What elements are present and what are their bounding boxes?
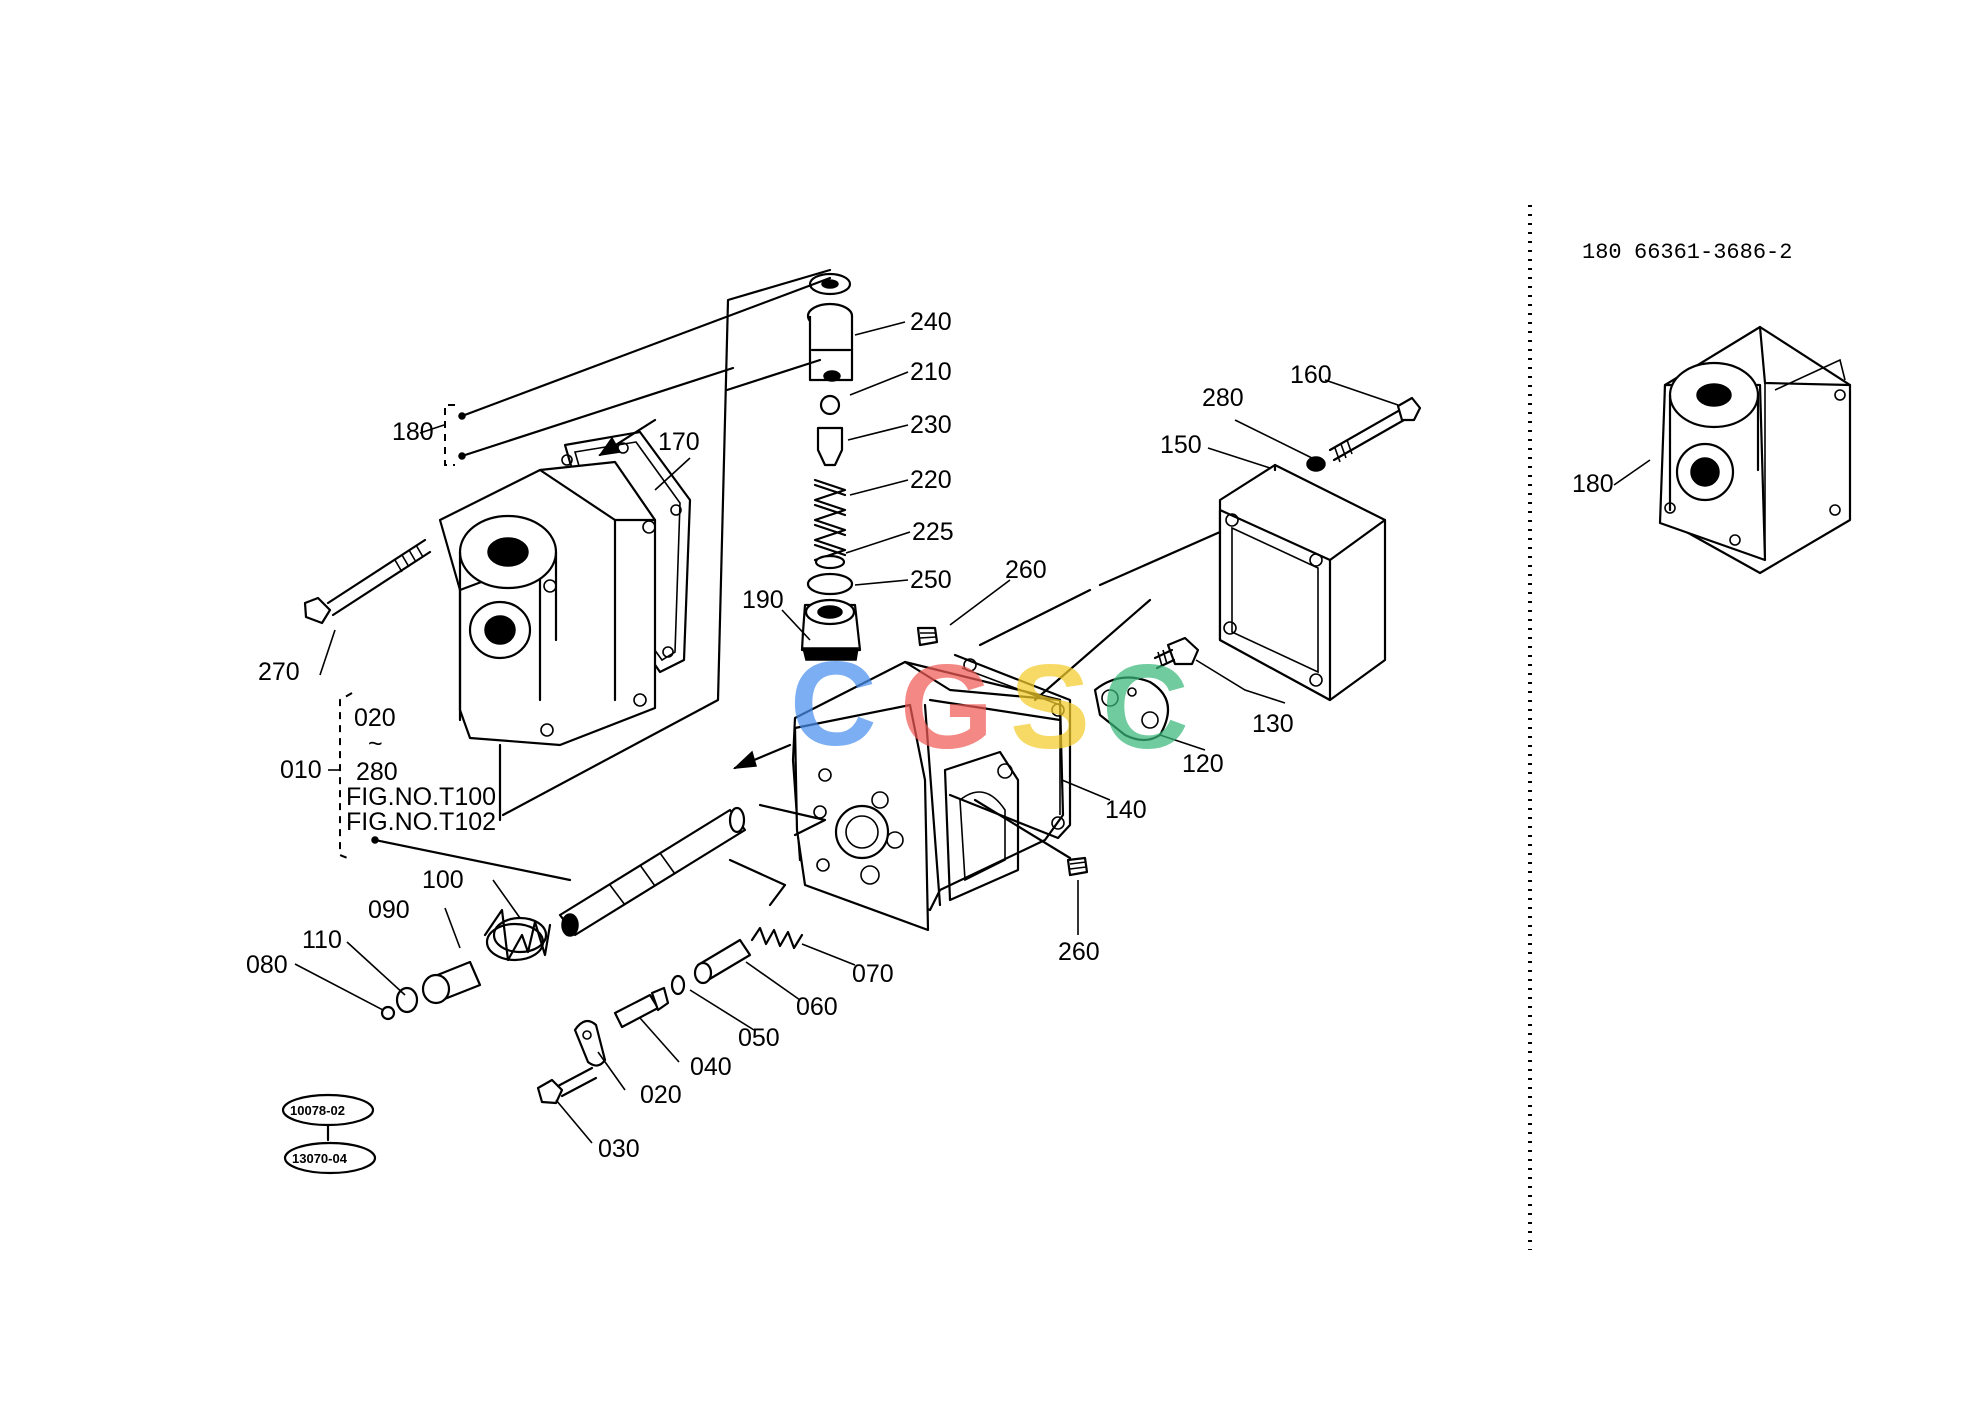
label-030: 030 — [598, 1135, 640, 1163]
watermark-letter: C — [1102, 640, 1189, 774]
valve-stack — [800, 272, 862, 661]
label-210: 210 — [910, 358, 952, 386]
bracket-010 — [328, 692, 353, 861]
bolt-270 — [303, 538, 432, 625]
watermark-letter: G — [900, 640, 993, 774]
label-100: 100 — [422, 866, 464, 894]
washer-280 — [1306, 456, 1326, 472]
plate-120 — [1093, 676, 1170, 742]
label-070: 070 — [852, 960, 894, 988]
bolt-160 — [1328, 396, 1422, 463]
label-160: 160 — [1290, 361, 1332, 389]
label-225: 225 — [912, 518, 954, 546]
inset-labels: 180 66361-3686-2 180 — [1572, 240, 1792, 498]
label-180: 180 — [392, 418, 434, 446]
ref-code-bottom: 13070-04 — [292, 1151, 348, 1166]
cover-assembly-170 — [438, 418, 692, 747]
label-220: 220 — [910, 466, 952, 494]
spool-assembly — [380, 806, 747, 1021]
main-valve-body — [732, 653, 1072, 932]
watermark-letter: S — [1010, 640, 1090, 774]
group-line-280: 280 — [356, 758, 398, 786]
label-140: 140 — [1105, 796, 1147, 824]
ref-code-top: 10078-02 — [290, 1103, 345, 1118]
group-fig-t100: FIG.NO.T100 — [346, 783, 496, 811]
label-190: 190 — [742, 586, 784, 614]
inset-callout-180: 180 — [1572, 470, 1614, 498]
group-010-list: 020 ~ 280 FIG.NO.T100 FIG.NO.T102 — [346, 704, 496, 836]
label-010: 010 — [280, 756, 322, 784]
label-230: 230 — [910, 411, 952, 439]
group-fig-t102: FIG.NO.T102 — [346, 808, 496, 836]
group-line-020: 020 — [354, 704, 396, 732]
label-170: 170 — [658, 428, 700, 456]
label-240: 240 — [910, 308, 952, 336]
label-280: 280 — [1202, 384, 1244, 412]
watermark: C G S C — [790, 637, 1189, 774]
inset-part-no: 180 — [1582, 240, 1622, 265]
lower-parts — [536, 926, 804, 1105]
watermark-letter: C — [790, 637, 877, 771]
label-130: 130 — [1252, 710, 1294, 738]
label-060: 060 — [796, 993, 838, 1021]
part-labels: 240 210 230 220 225 250 190 260 260 180 … — [246, 308, 1332, 1163]
label-260-bottom: 260 — [1058, 938, 1100, 966]
label-040: 040 — [690, 1053, 732, 1081]
label-250: 250 — [910, 566, 952, 594]
inset-code: 66361-3686-2 — [1634, 240, 1792, 265]
label-270: 270 — [258, 658, 300, 686]
label-110: 110 — [302, 926, 342, 954]
label-050: 050 — [738, 1024, 780, 1052]
plug-260-top — [916, 626, 939, 647]
label-080: 080 — [246, 951, 288, 979]
leader-lines — [294, 268, 1399, 1144]
group-tilde: ~ — [368, 730, 383, 758]
label-090: 090 — [368, 896, 410, 924]
reference-codes: 10078-02 13070-04 — [281, 1093, 377, 1175]
bolt-130 — [1153, 636, 1200, 670]
cover-box-150 — [1218, 463, 1387, 702]
label-260-top: 260 — [1005, 556, 1047, 584]
label-120: 120 — [1182, 750, 1224, 778]
label-150: 150 — [1160, 431, 1202, 459]
inset-cover-180 — [1613, 325, 1852, 575]
label-020: 020 — [640, 1081, 682, 1109]
plug-260-bottom — [1066, 856, 1089, 877]
bracket-180 — [444, 404, 455, 466]
